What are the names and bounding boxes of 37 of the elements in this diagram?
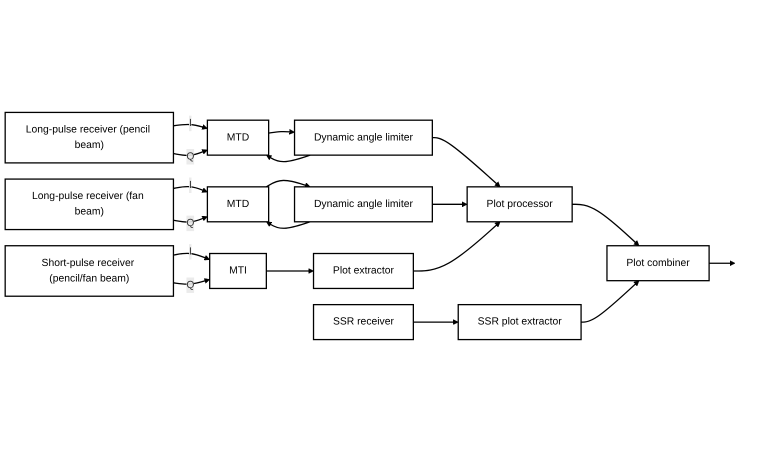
edge-label: Q xyxy=(186,218,194,229)
arrow xyxy=(432,201,468,208)
node-box: Plot extractor xyxy=(312,252,414,290)
node-box: Long-pulse receiver (pencil beam) xyxy=(4,112,174,164)
node-box: Plot combiner xyxy=(606,245,710,282)
arrow xyxy=(173,124,208,130)
node-box: MTD xyxy=(206,120,270,156)
arrow xyxy=(413,222,500,272)
arrow xyxy=(173,252,210,260)
arrow xyxy=(173,216,208,223)
node-box: MTI xyxy=(209,252,267,290)
node-box: Dynamic angle limiter xyxy=(294,186,433,222)
edge-label: I xyxy=(188,118,192,129)
edge-label: I xyxy=(188,179,192,190)
arrow xyxy=(266,154,310,162)
arrow xyxy=(581,280,640,323)
node-box: Long-pulse receiver (fan beam) xyxy=(4,178,174,230)
arrow xyxy=(266,268,314,274)
edge-label: Q xyxy=(186,150,194,162)
edge-label: I xyxy=(188,246,192,258)
arrow xyxy=(709,260,736,266)
arrow xyxy=(572,204,640,246)
node-box: MTD xyxy=(206,186,270,222)
arrow xyxy=(173,278,210,285)
node-box: Dynamic angle limiter xyxy=(294,120,433,156)
arrow xyxy=(268,128,295,135)
arrow xyxy=(173,149,208,156)
arrow xyxy=(173,186,208,193)
node-box: Plot processor xyxy=(466,186,573,222)
arrow xyxy=(432,137,500,188)
node-box: Short-pulse receiver (pencil/fan beam) xyxy=(4,245,174,297)
node-box: SSR plot extractor xyxy=(458,304,582,340)
arrow xyxy=(413,319,458,325)
arrow xyxy=(266,180,310,188)
arrow xyxy=(266,221,310,229)
edge-label: Q xyxy=(186,279,194,290)
node-box: SSR receiver xyxy=(312,304,414,340)
